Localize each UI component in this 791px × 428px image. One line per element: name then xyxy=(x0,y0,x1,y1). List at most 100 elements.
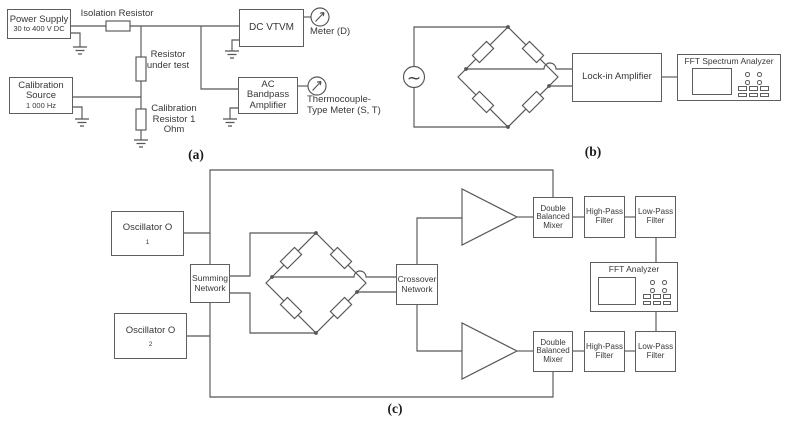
fft-spectrum-analyzer-box: FFT Spectrum Analyzer xyxy=(677,54,781,101)
calibration-resistor-label: Calibration Resistor 1 Ohm xyxy=(147,103,201,136)
isolation-resistor-label: Isolation Resistor xyxy=(80,8,154,19)
junction-dots xyxy=(270,25,551,335)
oscillator-2-label: Oscillator O 2 xyxy=(125,324,176,348)
ac-bandpass-label: AC Bandpass xyxy=(246,79,290,101)
high-pass-filter-top-box: High-Pass Filter xyxy=(584,196,625,238)
low-pass-filter-top-box: Low-Pass Filter xyxy=(635,196,676,238)
ground-icon xyxy=(225,39,239,59)
summing-network-label: Summing xyxy=(192,273,228,284)
lock-in-amplifier-box: Lock-in Amplifier xyxy=(572,53,662,102)
oscillator-1-label: Oscillator O 1 xyxy=(122,222,173,246)
amplifier-icon xyxy=(461,188,519,246)
summing-network-box: Summing Network xyxy=(190,264,230,303)
power-supply-range: 30 to 400 V DC xyxy=(13,24,65,34)
analyzer-knob xyxy=(662,288,667,293)
power-supply-label: Power Supply xyxy=(9,13,69,25)
analyzer-button xyxy=(738,86,747,91)
analyzer-button xyxy=(663,300,671,305)
label-line: Resistor xyxy=(150,49,186,60)
analyzer-button xyxy=(663,294,671,299)
caption-a: (a) xyxy=(188,147,204,162)
thermocouple-meter-label: Thermocouple- Type Meter (S, T) xyxy=(307,94,391,116)
label-line: Calibration xyxy=(151,103,197,114)
analyzer-knob xyxy=(745,80,750,85)
analyzer-knob xyxy=(757,80,762,85)
caption-c: (c) xyxy=(387,401,403,416)
wire xyxy=(200,26,238,90)
double-balanced-mixer-bottom-box: Double Balanced Mixer xyxy=(533,331,573,372)
calibration-source-box: Calibration Source 1 000 Hz xyxy=(9,77,73,114)
power-supply-box: Power Supply 30 to 400 V DC xyxy=(7,9,71,39)
subscript: 2 xyxy=(148,340,153,348)
isolation-resistor-icon xyxy=(105,20,131,32)
analyzer-button xyxy=(653,300,661,305)
analyzer-button xyxy=(760,86,769,91)
label-line: Mixer xyxy=(543,354,563,364)
label-line: High-Pass xyxy=(586,341,623,351)
calibration-source-label2: Source xyxy=(25,90,57,102)
low-pass-filter-bottom-box: Low-Pass Filter xyxy=(635,331,676,372)
analyzer-knob xyxy=(662,280,667,285)
ground-icon xyxy=(134,139,148,148)
wire xyxy=(230,292,316,334)
caption-b: (b) xyxy=(584,144,602,159)
ac-bandpass-amplifier-box: AC Bandpass Amplifier xyxy=(238,77,298,114)
wire xyxy=(413,87,508,128)
label-line: High-Pass xyxy=(586,207,623,217)
fft-spectrum-analyzer-label: FFT Spectrum Analyzer xyxy=(684,56,774,66)
ground-icon xyxy=(71,32,87,55)
amplifier-icon xyxy=(461,322,519,380)
meter-needle-icon xyxy=(315,11,325,22)
label-line: Balanced xyxy=(536,212,570,222)
bridge-resistors xyxy=(471,40,545,114)
bridge-resistors xyxy=(279,246,353,320)
double-balanced-mixer-top-box: Double Balanced Mixer xyxy=(533,197,573,238)
analyzer-button xyxy=(738,92,747,97)
analyzer-screen xyxy=(598,277,636,305)
wheatstone-bridge xyxy=(265,232,367,334)
oscillator-1-box: Oscillator O 1 xyxy=(111,211,184,256)
label-line: Oscillator O xyxy=(125,324,176,336)
fft-analyzer-label: FFT Analyzer xyxy=(608,264,660,274)
label-line: 1 Ohm xyxy=(163,113,196,136)
label-line: Oscillator O xyxy=(122,222,173,234)
wheatstone-bridge xyxy=(457,26,559,128)
label-line: Filter xyxy=(595,350,614,360)
ground-icon xyxy=(73,106,89,127)
subscript: 1 xyxy=(145,238,150,246)
lock-in-amplifier-label: Lock-in Amplifier xyxy=(582,71,652,83)
analyzer-knob xyxy=(650,280,655,285)
label-line: Mixer xyxy=(543,220,563,230)
fft-analyzer-box: FFT Analyzer xyxy=(590,262,678,312)
ac-source-symbol: ~ xyxy=(407,69,421,89)
label-line: Double xyxy=(540,203,566,213)
label-line: Type Meter (S, T) xyxy=(307,104,381,116)
analyzer-button xyxy=(643,294,651,299)
resistor-under-test-icon xyxy=(135,56,147,82)
analyzer-button xyxy=(749,86,758,91)
label-line: Filter xyxy=(595,216,614,225)
wire xyxy=(416,217,462,264)
analyzer-knob xyxy=(745,72,750,77)
label-line: Double xyxy=(540,337,566,347)
high-pass-filter-bottom-box: High-Pass Filter xyxy=(584,331,625,372)
label-line: Thermocouple- xyxy=(307,94,371,105)
wire xyxy=(209,169,554,398)
label-line: Filter xyxy=(646,350,665,360)
ac-bandpass-label2: Amplifier xyxy=(249,99,287,111)
label-line: Filter xyxy=(646,216,665,225)
dc-vtvm-label: DC VTVM xyxy=(249,21,294,33)
wire xyxy=(416,305,462,352)
dc-vtvm-box: DC VTVM xyxy=(239,9,304,47)
calibration-source-freq: 1 000 Hz xyxy=(25,100,57,110)
analyzer-knob xyxy=(650,288,655,293)
wire-hop xyxy=(272,270,396,278)
label-line: Balanced xyxy=(536,346,570,356)
label-line: Low-Pass xyxy=(637,207,674,217)
crossover-network-label2: Network xyxy=(401,283,433,294)
analyzer-knob xyxy=(757,72,762,77)
label-line: Resistor xyxy=(152,113,188,125)
label-line: test xyxy=(173,59,190,71)
analyzer-screen xyxy=(692,68,732,95)
